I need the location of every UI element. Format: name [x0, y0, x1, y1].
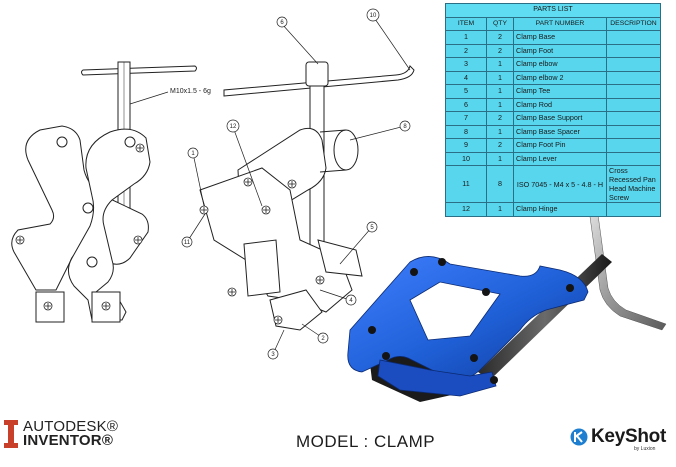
- cell-qty: 2: [486, 43, 514, 58]
- inventor-icon: [4, 420, 18, 448]
- cell-part: Clamp elbow 2: [513, 70, 607, 85]
- autodesk-label: AUTODESK®: [23, 418, 119, 435]
- cell-desc: [606, 138, 661, 153]
- cell-part: Clamp Base Support: [513, 111, 607, 126]
- keyshot-icon: [570, 428, 588, 446]
- balloon-2: 2: [321, 336, 325, 342]
- cell-item: 3: [445, 57, 487, 72]
- balloon-5: 5: [370, 225, 374, 231]
- balloon-12: 12: [230, 124, 237, 130]
- autodesk-inventor-wordmark: AUTODESK® INVENTOR®: [23, 418, 119, 449]
- cell-part: ISO 7045 - M4 x 5 - 4.8 - H: [513, 165, 607, 203]
- cell-item: 11: [445, 165, 487, 203]
- isometric-view-drawing: [199, 61, 415, 331]
- cell-qty: 2: [486, 111, 514, 126]
- side-view-screws: [15, 143, 145, 311]
- clamp-render: [347, 199, 667, 402]
- cell-part: Clamp Lever: [513, 151, 607, 166]
- parts-list-table: PARTS LIST ITEM QTY PART NUMBER DESCRIPT…: [445, 3, 661, 217]
- cell-desc: [606, 70, 661, 85]
- balloon-1: 1: [191, 151, 195, 157]
- keyshot-wordmark: KeyShot: [591, 426, 666, 447]
- cell-desc: [606, 124, 661, 139]
- col-header-item: ITEM: [445, 16, 487, 31]
- item-balloons: [186, 15, 411, 355]
- cell-item: 2: [445, 43, 487, 58]
- cell-qty: 8: [486, 165, 514, 203]
- col-header-part-number: PART NUMBER: [513, 16, 607, 31]
- cell-part: Clamp elbow: [513, 57, 607, 72]
- cell-item: 12: [445, 202, 487, 217]
- balloon-6: 6: [280, 20, 284, 26]
- cell-qty: 1: [486, 70, 514, 85]
- cell-qty: 1: [486, 57, 514, 72]
- col-header-description: DESCRIPTION: [606, 16, 661, 31]
- cell-part: Clamp Base Spacer: [513, 124, 607, 139]
- balloon-10: 10: [370, 13, 377, 19]
- parts-list-title: PARTS LIST: [445, 3, 661, 18]
- parts-list-title-row: PARTS LIST: [445, 3, 661, 18]
- cell-desc: [606, 151, 661, 166]
- cell-desc: [606, 84, 661, 99]
- cell-qty: 1: [486, 202, 514, 217]
- keyshot-byline: by Luxion: [634, 446, 656, 452]
- cell-item: 8: [445, 124, 487, 139]
- cell-desc: [606, 97, 661, 112]
- cell-qty: 1: [486, 97, 514, 112]
- balloon-4: 4: [349, 298, 353, 304]
- cell-part: Clamp Base: [513, 30, 607, 45]
- cell-qty: 1: [486, 151, 514, 166]
- cell-qty: 1: [486, 124, 514, 139]
- autodesk-inventor-logo: AUTODESK® INVENTOR®: [4, 418, 119, 449]
- inventor-label: INVENTOR®: [23, 432, 114, 449]
- isometric-view-screws: [199, 177, 325, 325]
- cell-item: 7: [445, 111, 487, 126]
- cell-desc: [606, 111, 661, 126]
- balloon-3: 3: [271, 352, 275, 358]
- cell-part: Clamp Foot: [513, 43, 607, 58]
- col-header-qty: QTY: [486, 16, 514, 31]
- cell-part: Clamp Hinge: [513, 202, 607, 217]
- cell-item: 4: [445, 70, 487, 85]
- cell-qty: 2: [486, 30, 514, 45]
- keyshot-logo: KeyShot: [570, 426, 666, 448]
- cell-item: 5: [445, 84, 487, 99]
- cell-part: Clamp Rod: [513, 97, 607, 112]
- model-title: MODEL : CLAMP: [296, 432, 436, 451]
- cell-desc: [606, 202, 661, 217]
- balloon-circles: [181, 8, 411, 360]
- cell-part: Clamp Foot Pin: [513, 138, 607, 153]
- side-view-drawing: [11, 61, 197, 323]
- cell-item: 6: [445, 97, 487, 112]
- cell-desc: Cross Recessed Pan Head Machine Screw: [606, 165, 661, 203]
- cell-desc: [606, 43, 661, 58]
- dimension-note: M10x1.5 - 6g: [170, 88, 211, 95]
- balloon-labels: 6 10 12 8 1 11 5 4 3 2: [184, 13, 407, 358]
- cell-item: 9: [445, 138, 487, 153]
- cell-part: Clamp Tee: [513, 84, 607, 99]
- cell-desc: [606, 30, 661, 45]
- cell-qty: 2: [486, 138, 514, 153]
- parts-list-header-row: ITEM QTY PART NUMBER DESCRIPTION: [445, 16, 661, 31]
- render-screws: [368, 258, 574, 384]
- cell-qty: 1: [486, 84, 514, 99]
- balloon-8: 8: [403, 124, 407, 130]
- cell-item: 1: [445, 30, 487, 45]
- cell-desc: [606, 57, 661, 72]
- cell-item: 10: [445, 151, 487, 166]
- balloon-11: 11: [184, 240, 191, 246]
